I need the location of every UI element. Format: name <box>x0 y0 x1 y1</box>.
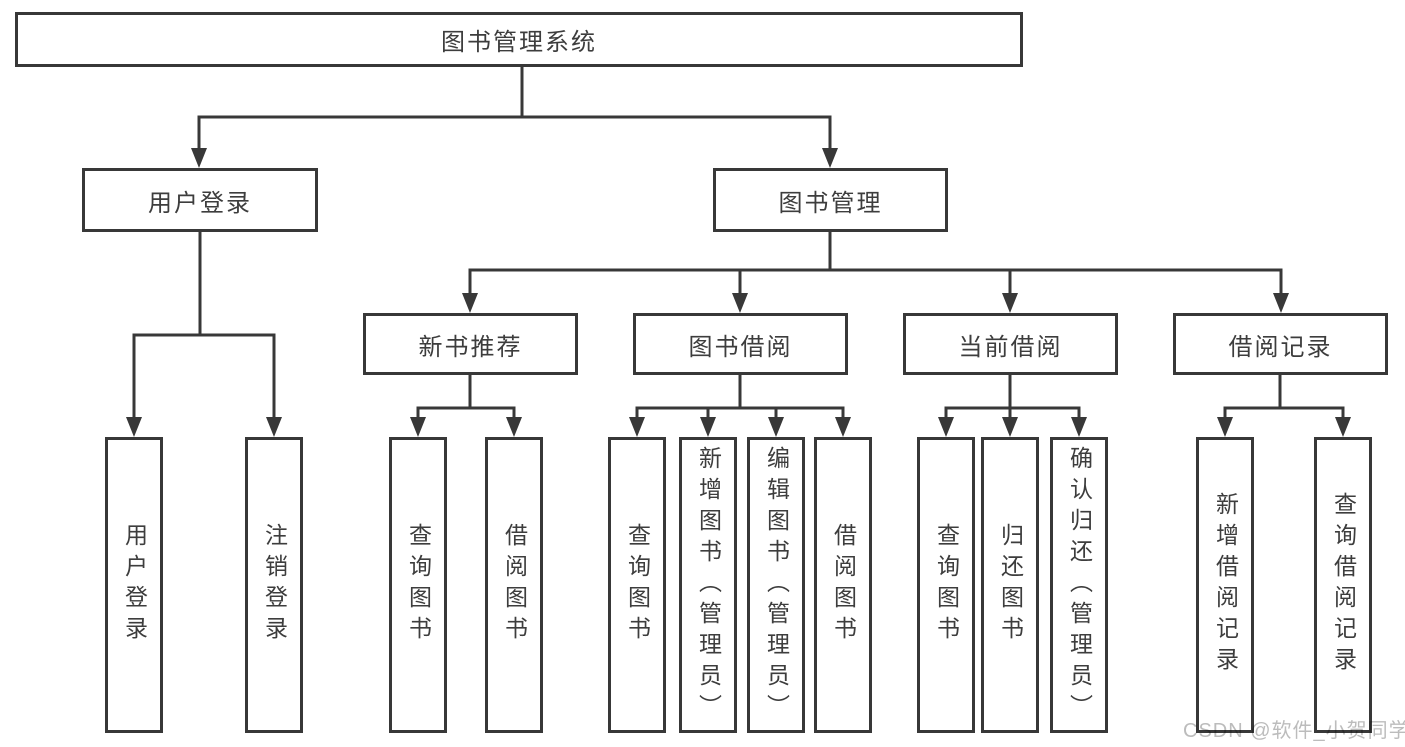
leaf-add-book-admin: 新增图书（管理员） <box>679 437 737 733</box>
leaf-label: 借阅图书 <box>830 523 857 647</box>
leaf-borrow-books-recommend: 借阅图书 <box>485 437 543 733</box>
arrowhead-down-icon <box>266 417 282 437</box>
arrowhead-down-icon <box>700 417 716 437</box>
arrowhead-down-icon <box>822 148 838 168</box>
leaf-add-borrow-record: 新增借阅记录 <box>1196 437 1254 733</box>
arrowhead-down-icon <box>126 417 142 437</box>
leaf-label: 查询借阅记录 <box>1330 492 1357 678</box>
node-label: 当前借阅 <box>958 333 1063 361</box>
arrowhead-down-icon <box>1335 417 1351 437</box>
leaf-label: 归还图书 <box>997 523 1024 647</box>
arrowhead-down-icon <box>768 417 784 437</box>
leaf-edit-book-admin: 编辑图书（管理员） <box>747 437 805 733</box>
node-new-book-recommend: 新书推荐 <box>363 313 578 375</box>
arrowhead-down-icon <box>410 417 426 437</box>
leaf-return-book: 归还图书 <box>981 437 1039 733</box>
arrowhead-down-icon <box>462 293 478 313</box>
arrowhead-down-icon <box>1071 417 1087 437</box>
node-label: 借阅记录 <box>1228 333 1333 361</box>
leaf-logout: 注销登录 <box>245 437 303 733</box>
arrowhead-down-icon <box>1002 417 1018 437</box>
watermark: CSDN @软件_小贺同学 <box>1183 720 1405 742</box>
leaf-user-login: 用户登录 <box>105 437 163 733</box>
arrowhead-down-icon <box>1002 293 1018 313</box>
node-current-borrow: 当前借阅 <box>903 313 1118 375</box>
leaf-query-books-current: 查询图书 <box>917 437 975 733</box>
leaf-label: 借阅图书 <box>501 523 528 647</box>
node-label: 图书管理 <box>778 189 883 217</box>
leaf-label: 查询图书 <box>405 523 432 647</box>
node-library-system: 图书管理系统 <box>15 12 1023 67</box>
leaf-query-borrow-record: 查询借阅记录 <box>1314 437 1372 733</box>
arrowhead-down-icon <box>1273 293 1289 313</box>
node-label: 用户登录 <box>148 189 252 217</box>
node-label: 新书推荐 <box>418 333 523 361</box>
leaf-label: 注销登录 <box>261 523 288 647</box>
leaf-label: 查询图书 <box>933 523 960 647</box>
node-book-borrow: 图书借阅 <box>633 313 848 375</box>
leaf-label: 确认归还（管理员） <box>1066 445 1093 725</box>
arrowhead-down-icon <box>732 293 748 313</box>
leaf-borrow-books: 借阅图书 <box>814 437 872 733</box>
arrowhead-down-icon <box>938 417 954 437</box>
node-book-management: 图书管理 <box>713 168 948 232</box>
arrowhead-down-icon <box>1217 417 1233 437</box>
arrowhead-down-icon <box>506 417 522 437</box>
leaf-query-books-recommend: 查询图书 <box>389 437 447 733</box>
leaf-label: 查询图书 <box>624 523 651 647</box>
arrowhead-down-icon <box>191 148 207 168</box>
node-label: 图书借阅 <box>688 333 793 361</box>
leaf-label: 新增图书（管理员） <box>695 445 722 725</box>
leaf-label: 新增借阅记录 <box>1212 492 1239 678</box>
node-label: 图书管理系统 <box>441 29 597 56</box>
leaf-label: 用户登录 <box>121 523 148 647</box>
leaf-confirm-return-admin: 确认归还（管理员） <box>1050 437 1108 733</box>
node-user-login: 用户登录 <box>82 168 318 232</box>
arrowhead-down-icon <box>835 417 851 437</box>
arrowhead-down-icon <box>629 417 645 437</box>
leaf-query-books-borrow: 查询图书 <box>608 437 666 733</box>
node-borrow-records: 借阅记录 <box>1173 313 1388 375</box>
leaf-label: 编辑图书（管理员） <box>763 445 790 725</box>
